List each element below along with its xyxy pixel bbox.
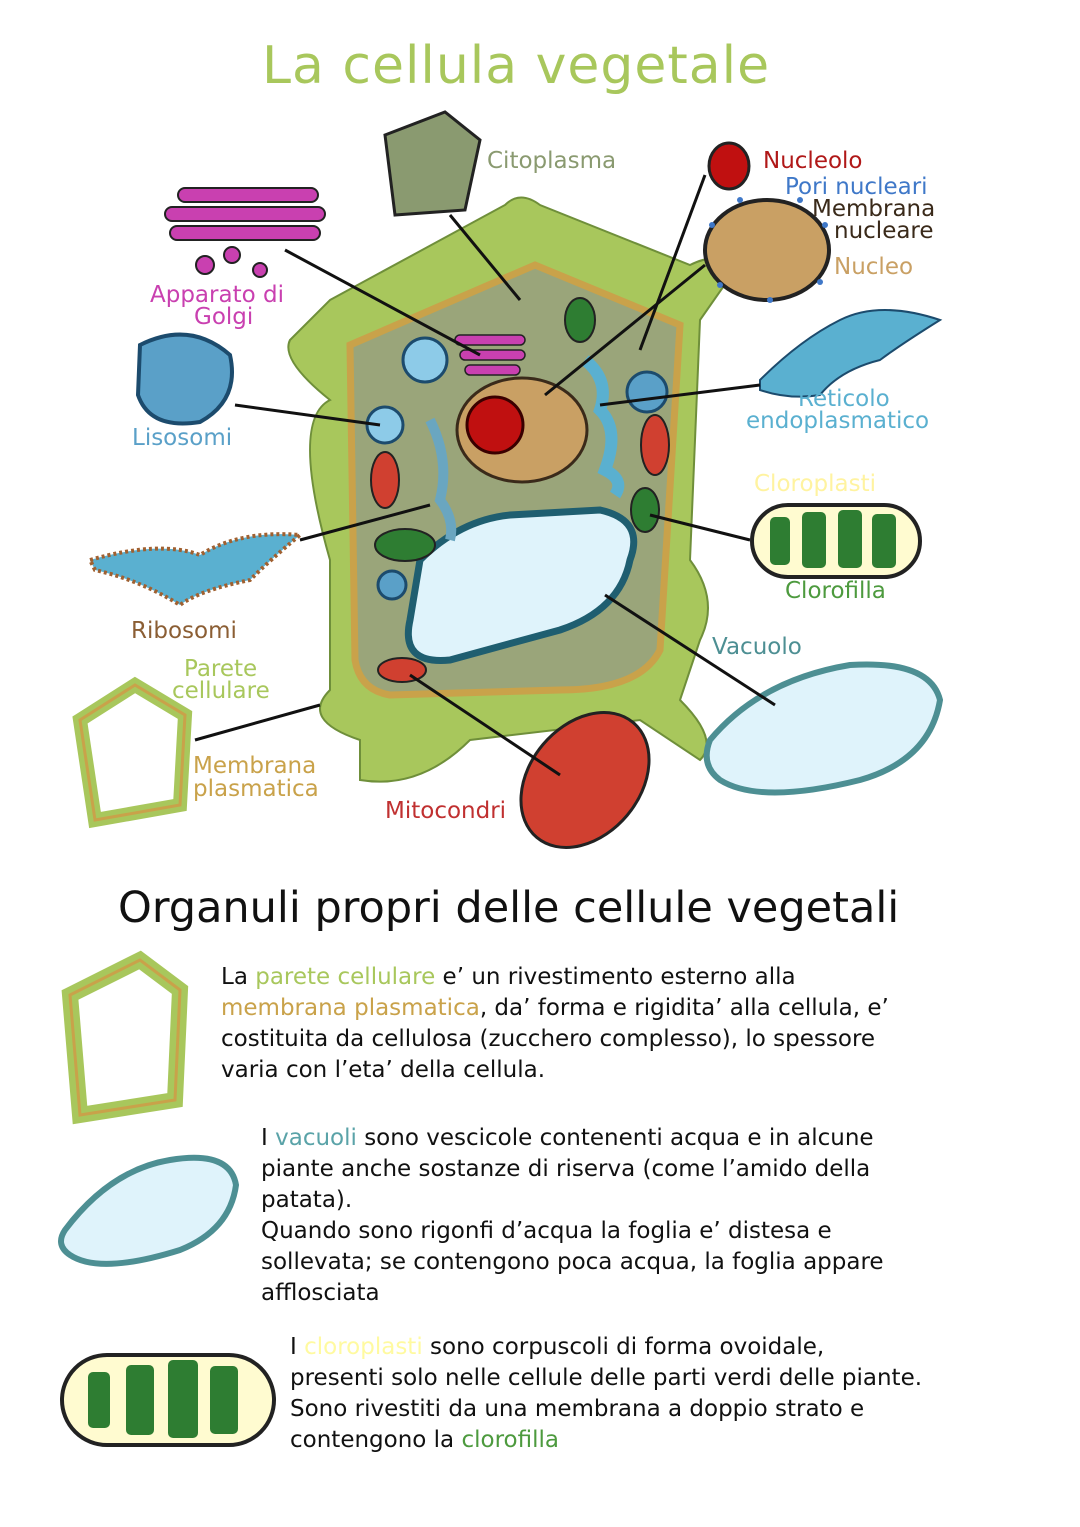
text: I [290, 1334, 305, 1360]
nucleolus [465, 395, 525, 455]
golgi-illustration [164, 187, 326, 278]
cell-wall-icon [61, 950, 189, 1125]
lysosome [365, 405, 405, 445]
label-membrana-plasmatica-2: plasmatica [193, 776, 319, 802]
label-lisosomi: Lisosomi [132, 425, 233, 451]
nuclear-pores [709, 197, 828, 303]
label-mitocondri: Mitocondri [385, 798, 507, 824]
er-in-cell-left [425, 417, 457, 542]
text: Quando sono rigonfi d’acqua la foglia e’… [261, 1218, 832, 1244]
nucleus-illustration [703, 198, 831, 302]
text: sono vescicole contenenti acqua e in alc… [356, 1125, 874, 1151]
golgi-in-cell [454, 334, 526, 376]
label-reticolo-1: Reticolo [798, 386, 890, 412]
section-title: Organuli propri delle cellule vegetali [118, 883, 900, 933]
cytoplasm-sample [383, 110, 482, 217]
vacuole-icon [58, 1154, 240, 1267]
lysosome [376, 569, 408, 601]
label-golgi-2: Golgi [194, 304, 254, 330]
lysosome [401, 336, 449, 384]
term-cloroplasti: cloroplasti [304, 1334, 423, 1360]
mitochondrion [370, 451, 400, 509]
text: varia con l’eta’ della cellula. [221, 1057, 546, 1083]
label-membrana-plasmatica-1: Membrana [193, 753, 317, 779]
chloroplast [374, 528, 436, 562]
label-citoplasma: Citoplasma [487, 148, 617, 174]
label-vacuolo: Vacuolo [712, 634, 802, 660]
page-title: La cellula vegetale [262, 36, 771, 96]
mitochondrion [377, 657, 427, 683]
leader-lines [194, 174, 776, 777]
text: I [261, 1125, 276, 1151]
vacuole [404, 506, 638, 664]
text: presenti solo nelle cellule delle parti … [290, 1365, 923, 1391]
chloroplast [630, 487, 660, 533]
label-nucleolo: Nucleolo [763, 148, 863, 174]
nucleolus-illustration [707, 141, 751, 191]
text: sollevata; se contengono poca acqua, la … [261, 1249, 884, 1275]
label-ribosomi: Ribosomi [131, 618, 237, 644]
paragraph-vacuoli: I vacuoli sono vescicole contenenti acqu… [261, 1123, 884, 1309]
label-reticolo-2: endoplasmatico [746, 408, 930, 434]
text: sono corpuscoli di forma ovoidale, [422, 1334, 825, 1360]
vacuole-illustration [703, 661, 944, 796]
chloroplast [564, 297, 596, 343]
label-cloroplasti: Cloroplasti [754, 471, 877, 497]
lysosome-illustration [135, 332, 234, 426]
text: contengono la [290, 1427, 462, 1453]
er-in-cell [581, 355, 625, 499]
label-golgi-1: Apparato di [150, 282, 284, 308]
text: patata). [261, 1187, 353, 1213]
term-parete-cellulare: parete cellulare [255, 964, 436, 990]
ribosome-er-illustration [87, 532, 306, 608]
label-parete-1: Parete [184, 656, 258, 682]
mitochondrion [640, 414, 670, 476]
paragraph-cloroplasti: I cloroplasti sono corpuscoli di forma o… [290, 1332, 922, 1456]
text: afflosciata [261, 1280, 380, 1306]
text: , da’ forma e rigidita’ alla cellula, e’ [479, 995, 889, 1021]
paragraph-parete: La parete cellulare e’ un rivestimento e… [221, 962, 889, 1086]
lysosome [625, 370, 669, 414]
chloroplast-icon [60, 1353, 276, 1447]
text: e’ un rivestimento esterno alla [435, 964, 796, 990]
er-illustration [759, 309, 943, 398]
text: La [221, 964, 256, 990]
label-clorofilla: Clorofilla [785, 578, 886, 604]
label-membrana-nucleare-2: nucleare [834, 218, 934, 244]
text: Sono rivestiti da una membrana a doppio … [290, 1396, 865, 1422]
label-nucleo: Nucleo [834, 254, 914, 280]
mitochondrion-illustration [519, 711, 651, 849]
label-membrana-nucleare-1: Membrana [812, 196, 936, 222]
text: costituita da cellulosa (zucchero comple… [221, 1026, 876, 1052]
term-vacuoli: vacuoli [275, 1125, 357, 1151]
chloroplast-illustration [750, 503, 922, 579]
label-pori-nucleari: Pori nucleari [785, 174, 928, 200]
text: piante anche sostanze di riserva (come l… [261, 1156, 871, 1182]
term-clorofilla: clorofilla [461, 1427, 559, 1453]
term-membrana-plasmatica: membrana plasmatica [221, 995, 480, 1021]
label-parete-2: cellulare [172, 678, 270, 704]
